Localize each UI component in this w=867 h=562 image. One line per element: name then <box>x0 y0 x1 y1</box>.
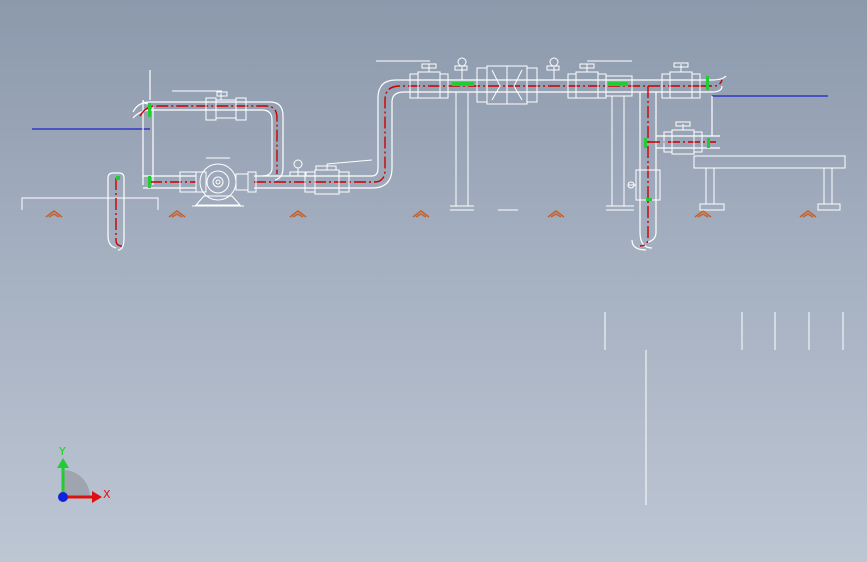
pipe-outlines <box>107 70 727 251</box>
weld-markers <box>116 76 710 201</box>
support-stand-1 <box>450 92 474 211</box>
pump <box>179 157 257 207</box>
coordinate-triad[interactable]: Y X <box>57 445 111 503</box>
ground-symbols <box>45 210 817 218</box>
ball-valve-1 <box>172 90 247 121</box>
y-axis-label: Y <box>58 445 66 458</box>
support-stand-2 <box>606 96 634 211</box>
z-axis-icon <box>58 492 68 502</box>
check-valve <box>476 65 538 105</box>
centerlines <box>115 79 723 247</box>
ball-valve-5 <box>661 62 701 99</box>
support-stands <box>450 92 634 211</box>
suction-pipe <box>107 172 125 251</box>
floor-lines <box>21 197 518 211</box>
pressure-gauge-3 <box>546 57 560 80</box>
ball-valve-7 <box>627 169 661 201</box>
pressure-gauge-1 <box>289 159 307 177</box>
ground-symbol-icon <box>694 210 712 218</box>
ground-symbol-icon <box>547 210 565 218</box>
x-axis-label: X <box>103 488 111 501</box>
fittings <box>172 57 703 207</box>
tee-fitting <box>605 75 633 97</box>
equipment-table <box>693 155 846 211</box>
triad-plane-icon <box>63 470 90 497</box>
pressure-gauge-2 <box>454 57 468 80</box>
ground-symbol-icon <box>289 210 307 218</box>
ground-symbol-icon <box>412 210 430 218</box>
ball-valve-6 <box>663 121 703 155</box>
ball-valve-2 <box>304 159 373 195</box>
ground-symbol-icon <box>45 210 63 218</box>
leader-lines <box>32 95 828 130</box>
ball-valve-3 <box>376 60 449 99</box>
section-lines <box>604 312 844 505</box>
ground-symbol-icon <box>168 210 186 218</box>
ground-symbol-icon <box>799 210 817 218</box>
